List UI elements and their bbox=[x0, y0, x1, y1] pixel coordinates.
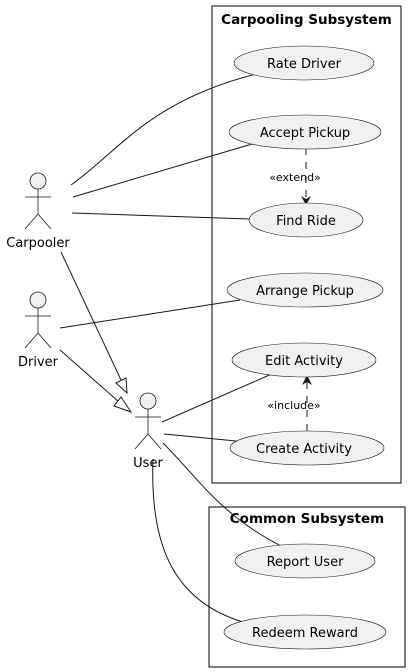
generalization-arrow-carpooler bbox=[115, 377, 128, 395]
usecase-arrange-pickup[interactable]: Arrange Pickup bbox=[226, 272, 384, 308]
usecase-report-user-label: Report User bbox=[267, 555, 345, 570]
carpooling-subsystem-title: Carpooling Subsystem bbox=[221, 12, 392, 28]
association-carpooler-accept-pickup bbox=[72, 143, 253, 198]
include-stereotype-label: «include» bbox=[267, 399, 320, 412]
generalizations bbox=[59, 251, 133, 413]
actor-user-head[interactable] bbox=[139, 392, 157, 410]
extend-arrowhead bbox=[301, 196, 311, 205]
usecase-accept-pickup-label: Accept Pickup bbox=[260, 126, 350, 141]
actor-driver-head[interactable] bbox=[29, 291, 47, 309]
association-driver-arrange-pickup bbox=[59, 299, 241, 329]
usecase-find-ride-shape[interactable] bbox=[248, 202, 364, 238]
usecase-redeem-reward-label: Redeem Reward bbox=[252, 626, 358, 641]
usecase-accept-pickup-shape[interactable] bbox=[228, 114, 382, 150]
usecase-report-user[interactable]: Report User bbox=[234, 543, 376, 579]
actor-carpooler-label: Carpooler bbox=[6, 236, 70, 251]
associations bbox=[59, 72, 284, 623]
common-subsystem-boundary: Common Subsystem bbox=[208, 506, 406, 668]
actor-driver-body[interactable] bbox=[24, 308, 52, 349]
actor-user-body[interactable] bbox=[134, 409, 162, 450]
usecase-create-activity-label: Create Activity bbox=[256, 442, 352, 457]
generalization-arrow-driver bbox=[113, 396, 133, 413]
association-carpooler-rate-driver bbox=[70, 72, 261, 186]
usecase-create-activity[interactable]: Create Activity bbox=[229, 430, 385, 466]
carpooling-subsystem-frame bbox=[211, 5, 402, 484]
actor-carpooler-body[interactable] bbox=[24, 189, 52, 230]
usecase-edit-activity-shape[interactable] bbox=[231, 342, 377, 378]
usecase-edit-activity-label: Edit Activity bbox=[265, 354, 343, 369]
usecase-edit-activity[interactable]: Edit Activity bbox=[231, 342, 377, 378]
usecase-arrange-pickup-shape[interactable] bbox=[226, 272, 384, 308]
include-relation: «include» bbox=[267, 375, 321, 431]
common-subsystem-title: Common Subsystem bbox=[230, 511, 384, 527]
usecase-find-ride-label: Find Ride bbox=[276, 214, 336, 229]
generalization-driver-user-line bbox=[59, 349, 120, 403]
actor-driver-label: Driver bbox=[18, 355, 59, 370]
usecase-rate-driver-label: Rate Driver bbox=[267, 57, 342, 72]
extend-relation: «extend» bbox=[269, 148, 321, 205]
usecase-rate-driver[interactable]: Rate Driver bbox=[233, 45, 375, 81]
actor-carpooler-head[interactable] bbox=[29, 172, 47, 190]
common-subsystem-frame bbox=[208, 506, 406, 668]
association-user-edit-activity bbox=[161, 372, 275, 423]
actor-user-label: User bbox=[133, 456, 163, 471]
extend-stereotype-label: «extend» bbox=[269, 171, 321, 184]
actor-carpooler[interactable]: Carpooler bbox=[6, 172, 70, 251]
usecase-arrange-pickup-label: Arrange Pickup bbox=[256, 284, 354, 299]
carpooling-subsystem-boundary: Carpooling Subsystem bbox=[211, 5, 402, 484]
association-user-report-user bbox=[162, 442, 284, 548]
include-arrowhead bbox=[302, 375, 312, 385]
association-user-redeem-reward bbox=[152, 458, 244, 623]
actor-user[interactable]: User bbox=[133, 392, 163, 471]
actor-driver[interactable]: Driver bbox=[18, 291, 59, 370]
association-user-create-activity bbox=[163, 433, 237, 442]
usecase-find-ride[interactable]: Find Ride bbox=[248, 202, 364, 238]
usecase-accept-pickup[interactable]: Accept Pickup bbox=[228, 114, 382, 150]
association-carpooler-find-ride bbox=[71, 212, 250, 220]
usecase-redeem-reward-shape[interactable] bbox=[223, 614, 387, 650]
usecase-rate-driver-shape[interactable] bbox=[233, 45, 375, 81]
usecase-create-activity-shape[interactable] bbox=[229, 430, 385, 466]
usecase-redeem-reward[interactable]: Redeem Reward bbox=[223, 614, 387, 650]
generalization-carpooler-user-line bbox=[60, 251, 122, 381]
usecase-report-user-shape[interactable] bbox=[234, 543, 376, 579]
